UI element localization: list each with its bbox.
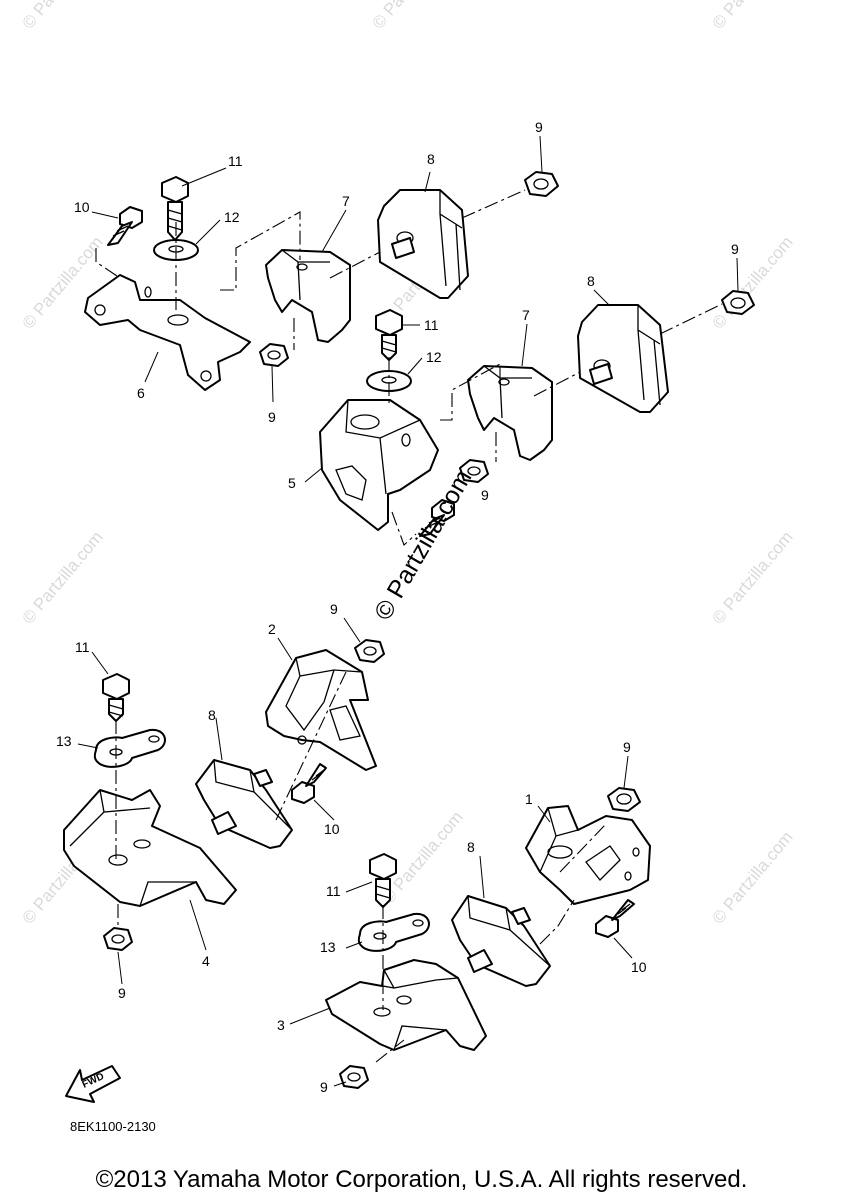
rubber-mount-8-b (577, 304, 669, 413)
callout-8-b: 8 (587, 273, 595, 289)
bracket-1 (525, 805, 651, 905)
callout-11-b: 11 (424, 317, 439, 333)
callout-9-d-upper: 9 (623, 739, 631, 755)
copyright-notice: ©2013 Yamaha Motor Corporation, U.S.A. A… (95, 1166, 748, 1193)
bracket-7-b (467, 365, 553, 461)
watermark-8: © Partzilla.com (709, 828, 797, 928)
washer-13-c (93, 728, 166, 768)
rubber-mount-8-d (451, 895, 551, 987)
callout-10-c: 10 (324, 821, 340, 837)
nut-9-b-upper (721, 290, 755, 315)
callout-3: 3 (277, 1017, 285, 1033)
nut-9-b-lower (459, 459, 489, 483)
bracket-5 (319, 399, 439, 531)
rubber-mount-8-c (195, 759, 293, 849)
nut-9-a-upper (524, 171, 559, 197)
bolt-10-d (595, 899, 635, 938)
bolt-10-c (291, 763, 327, 804)
bolt-11-b (375, 309, 403, 361)
bracket-6 (84, 274, 251, 391)
watermark-3: © Partzilla.com (709, 233, 797, 333)
watermark-9: © Partzilla.com (369, 0, 457, 33)
callout-5: 5 (288, 475, 296, 491)
callout-12-a: 12 (224, 209, 240, 225)
bracket-2 (265, 649, 377, 771)
callout-7-b: 7 (522, 307, 530, 323)
washer-13-d (357, 912, 430, 952)
callout-9-c-upper: 9 (330, 601, 338, 617)
bolt-11-c (102, 673, 130, 722)
bolt-11-a (161, 176, 189, 241)
callout-8-d: 8 (467, 839, 475, 855)
callout-11-a: 11 (228, 153, 243, 169)
group-b: 9 8 7 11 12 9 5 (288, 241, 755, 546)
watermark-4: © Partzilla.com (19, 528, 107, 628)
callout-10-d: 10 (631, 959, 647, 975)
rubber-mount-8-a (377, 189, 469, 299)
callout-9-b-lower: 9 (481, 487, 489, 503)
callout-9-b-upper: 9 (731, 241, 739, 257)
callout-1: 1 (525, 791, 533, 807)
nut-9-c-lower (103, 927, 133, 951)
nut-9-d-lower (339, 1065, 369, 1089)
group-d: 9 1 8 11 13 10 3 9 (277, 739, 651, 1095)
callout-13-c: 13 (56, 733, 72, 749)
callout-11-d: 11 (326, 883, 341, 899)
callout-11-c: 11 (75, 639, 90, 655)
callout-2: 2 (268, 621, 276, 637)
callout-4: 4 (202, 953, 210, 969)
group-a: 11 10 12 6 7 8 9 9 (74, 119, 559, 425)
nut-9-d-upper (607, 787, 641, 812)
nut-9-a-lower (259, 343, 289, 367)
bolt-10-b (419, 499, 455, 537)
group-c: 9 2 11 13 8 10 4 9 (56, 601, 385, 1001)
callout-8-c: 8 (208, 707, 216, 723)
callout-12-b: 12 (426, 349, 442, 365)
diagram-code: 8EK1100-2130 (70, 1119, 156, 1134)
watermark-10: © Partzilla.com (709, 0, 797, 33)
bolt-11-d (369, 853, 397, 908)
nut-9-c-upper (354, 639, 385, 663)
bracket-7-a (265, 249, 351, 343)
callout-9-a-lower: 9 (268, 409, 276, 425)
callout-13-d: 13 (320, 939, 336, 955)
watermark-11: © Partzilla.com (19, 0, 107, 33)
bracket-4 (63, 789, 237, 907)
callout-9-d-lower: 9 (320, 1079, 328, 1095)
bolt-10-a (107, 206, 143, 246)
callout-7-a: 7 (342, 193, 350, 209)
fwd-arrow-icon: FWD (65, 1065, 121, 1103)
watermark-5: © Partzilla.com (709, 528, 797, 628)
callout-8-a: 8 (427, 151, 435, 167)
bracket-3 (325, 959, 487, 1051)
callout-6: 6 (137, 385, 145, 401)
callout-9-c-lower: 9 (118, 985, 126, 1001)
callout-10-a: 10 (74, 199, 90, 215)
callout-9-a-upper: 9 (535, 119, 543, 135)
